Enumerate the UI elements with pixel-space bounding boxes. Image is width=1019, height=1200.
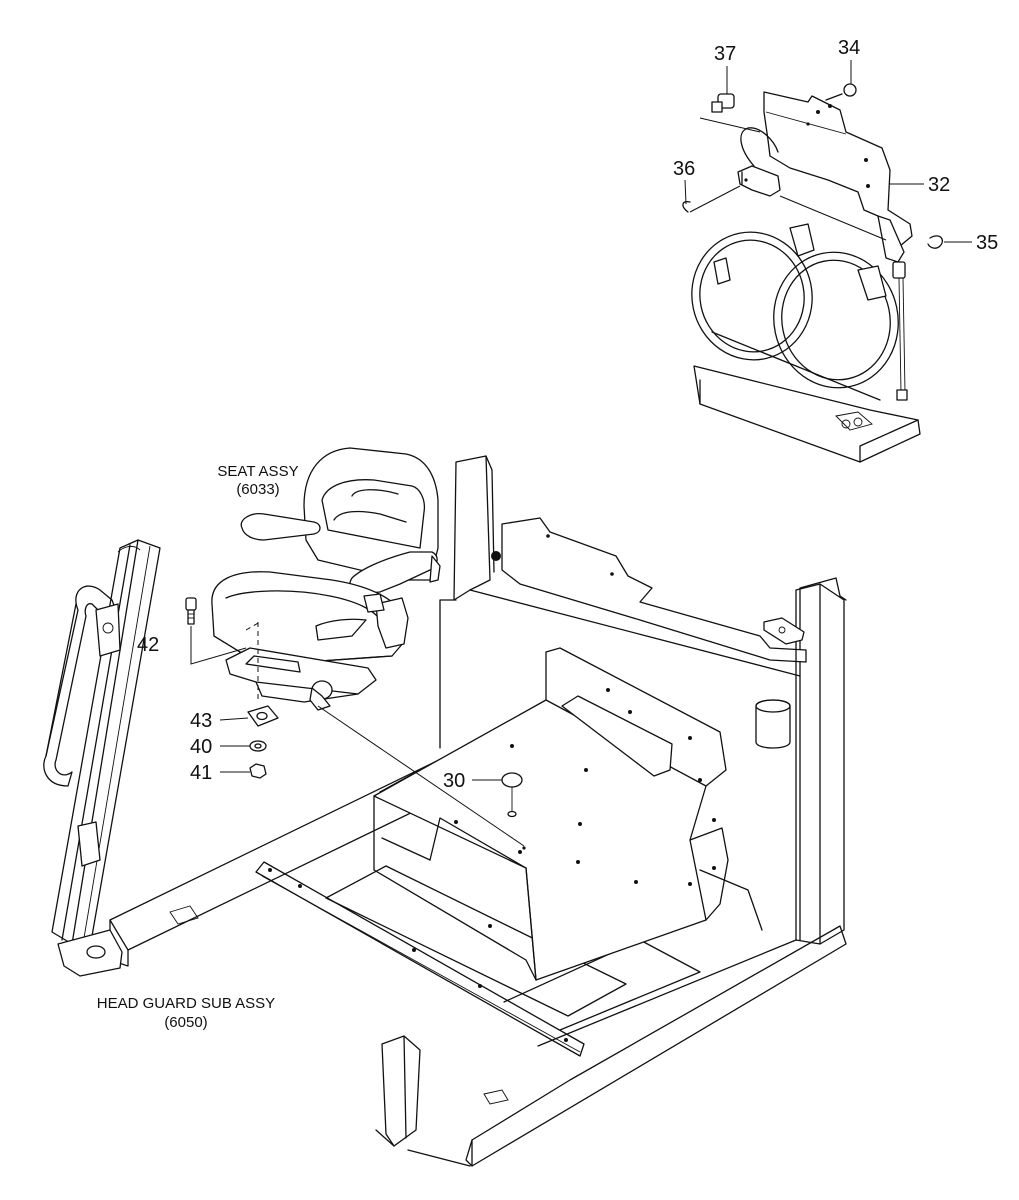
part-40-washer — [249, 740, 267, 752]
head-guard-label: HEAD GUARD SUB ASSY — [97, 995, 275, 1012]
callout-30: 30 — [443, 770, 465, 792]
base-rail — [693, 365, 921, 463]
rear-wall — [453, 455, 491, 601]
armrest-left — [240, 513, 321, 541]
callout-42: 42 — [137, 634, 159, 656]
grab-handle — [43, 585, 119, 787]
part-37-bolt — [711, 93, 735, 113]
seat-base — [225, 647, 377, 695]
hook-bracket — [737, 165, 781, 197]
hoop-right — [773, 251, 899, 389]
seat-assembly — [211, 447, 441, 711]
hoop-left — [691, 231, 813, 361]
floor-rail — [255, 861, 585, 1057]
part-36-clip — [682, 200, 691, 213]
guard-pillar — [51, 539, 161, 945]
head-guard — [43, 539, 161, 977]
callout-37: 37 — [714, 43, 736, 65]
callout-35: 35 — [976, 232, 998, 254]
part-42-bolt — [185, 597, 197, 625]
callout-36: 36 — [673, 158, 695, 180]
callout-34: 34 — [838, 37, 860, 59]
callout-41: 41 — [190, 762, 212, 784]
callout-40: 40 — [190, 736, 212, 758]
part-41-nut — [249, 763, 267, 779]
cross-panel — [501, 517, 807, 663]
seat-assy-code: (6033) — [236, 481, 279, 498]
callout-32: 32 — [928, 174, 950, 196]
seat-backrest — [303, 447, 439, 581]
frame-structure — [109, 455, 847, 1167]
part-34-screw — [825, 83, 857, 101]
tank-bracket-assembly — [691, 91, 921, 463]
head-guard-code: (6050) — [164, 1014, 207, 1031]
seat-assy-label: SEAT ASSY — [217, 463, 298, 480]
part-35-clip — [927, 235, 944, 249]
part-43-plate — [247, 705, 279, 727]
callout-43: 43 — [190, 710, 212, 732]
